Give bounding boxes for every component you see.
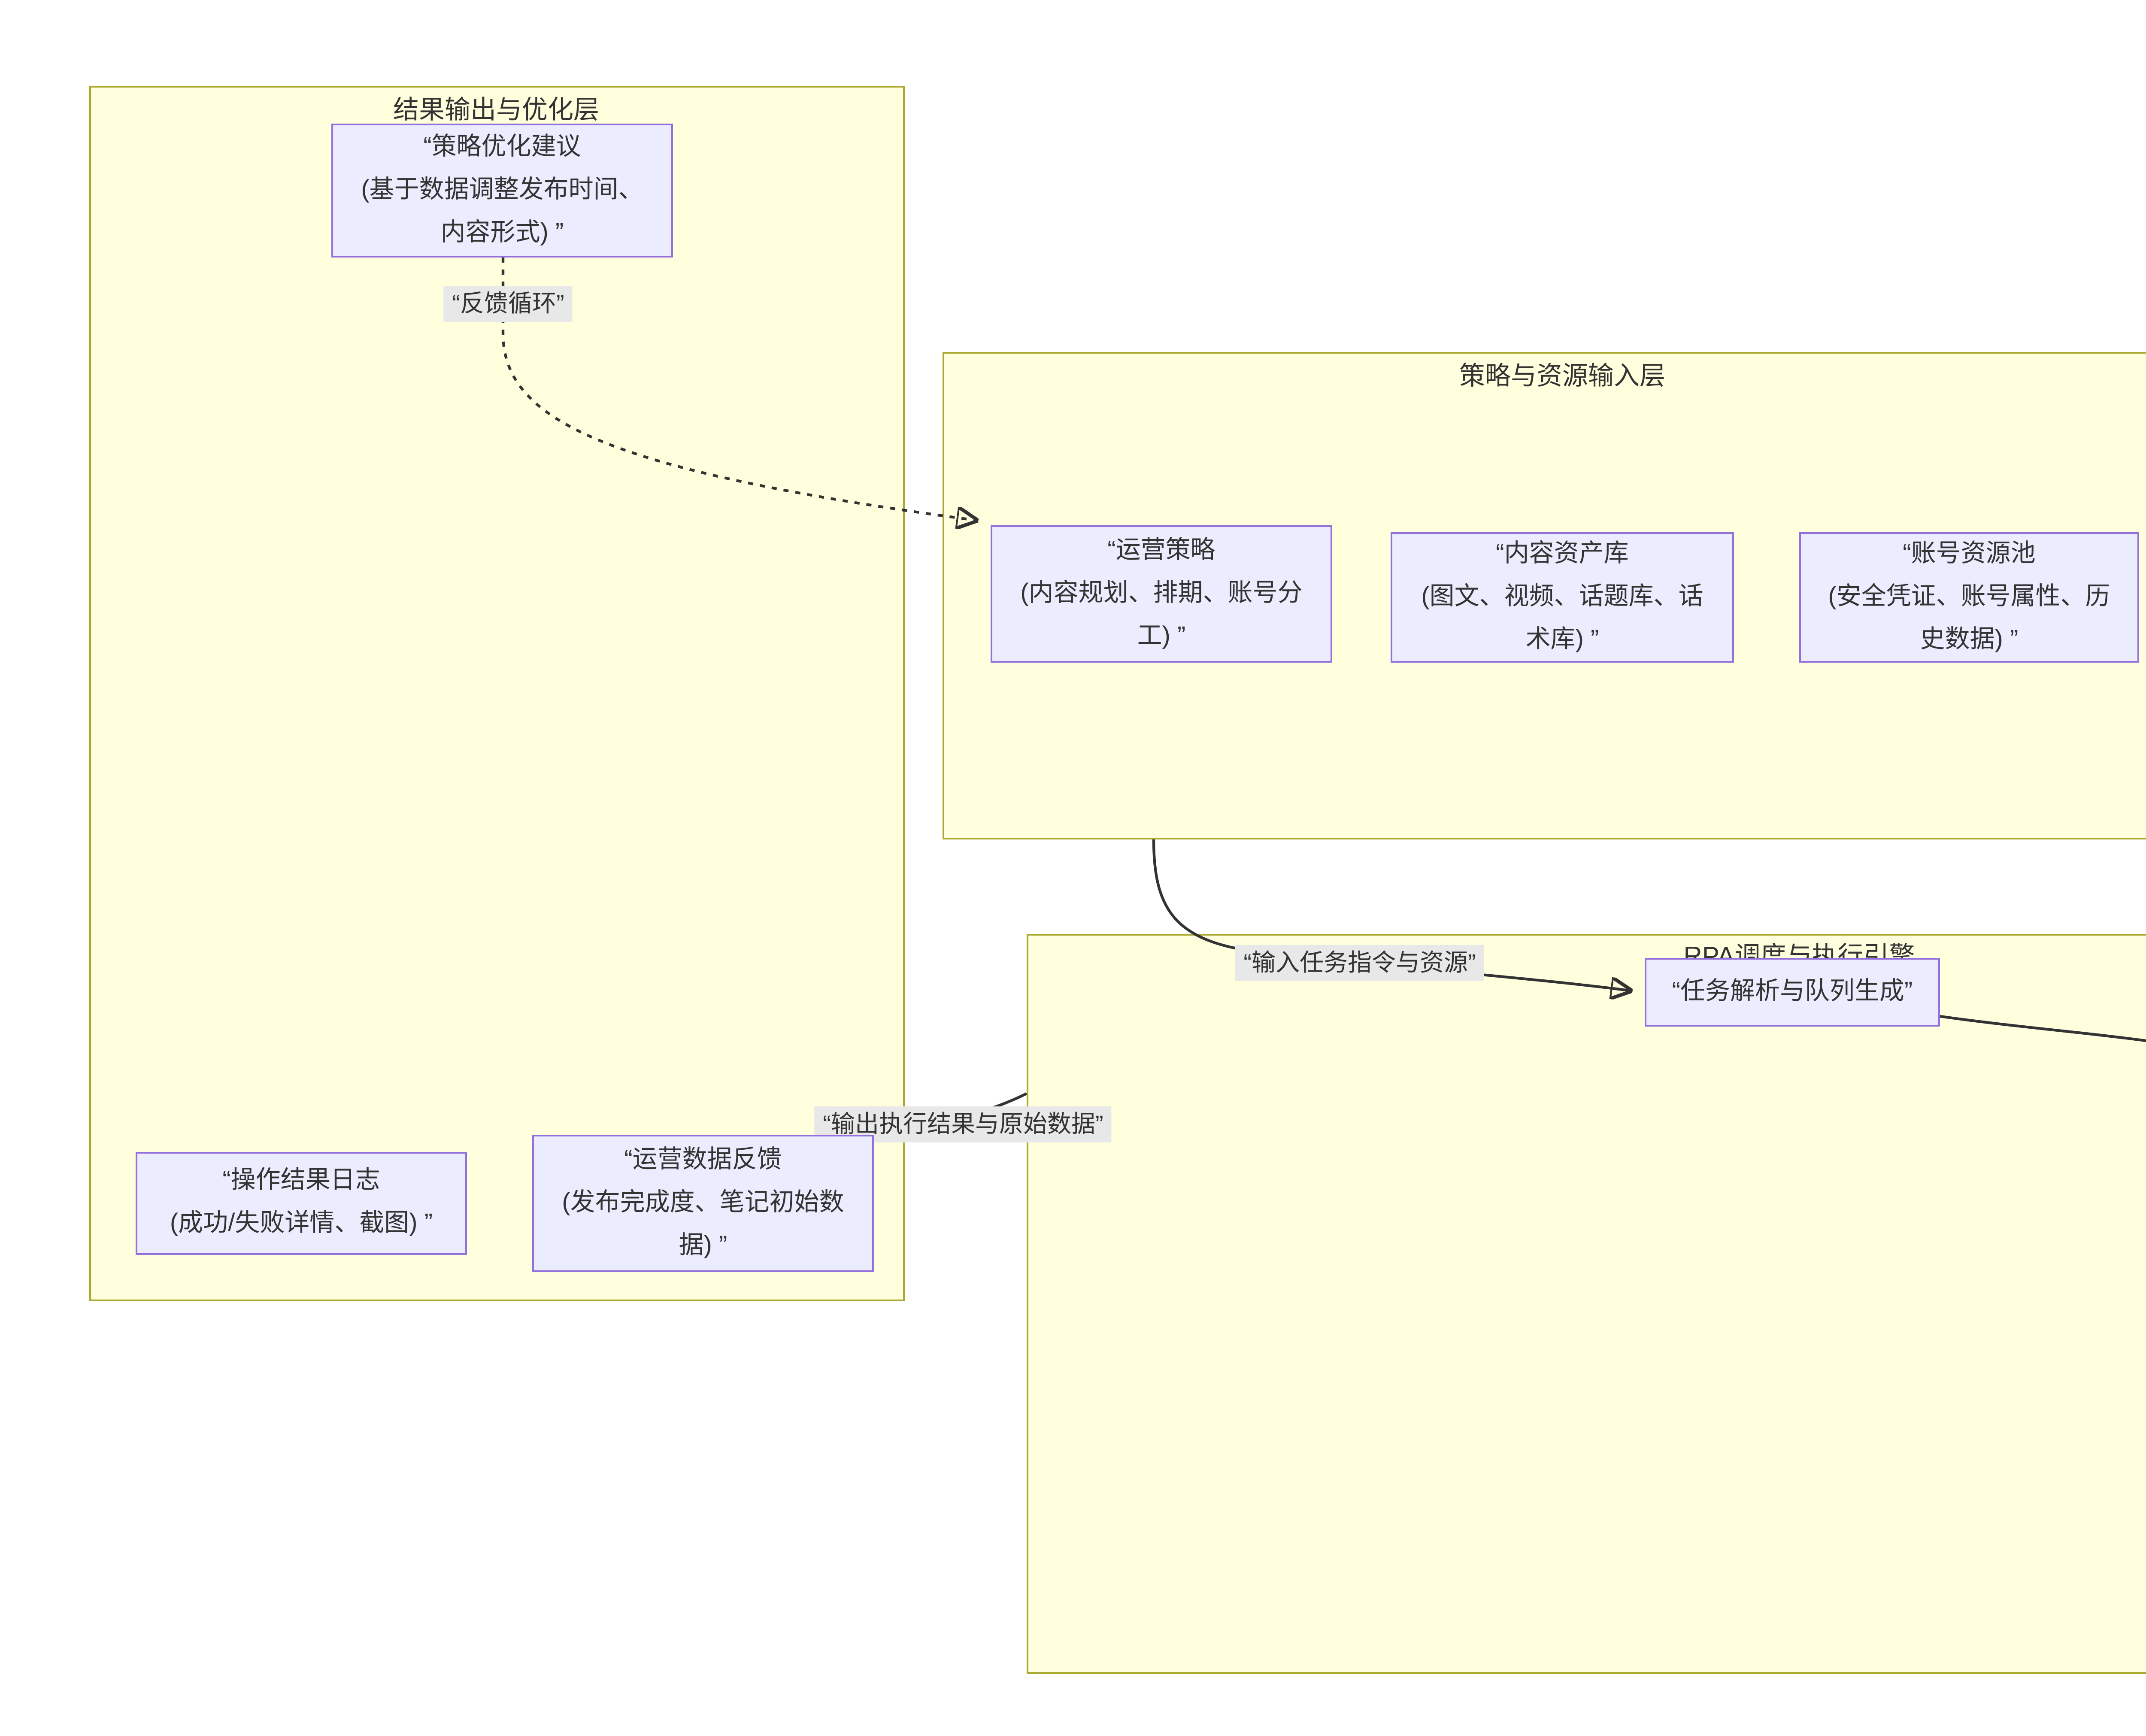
node-account-pool: “账号资源池 (安全凭证、账号属性、历 史数据) ” [1799,532,2139,663]
node-strategy-optimization-label: “策略优化建议 (基于数据调整发布时间、 内容形式) ” [361,133,643,246]
edge-label-feedback: “反馈循环” [443,286,573,322]
node-content-assets-label: “内容资产库 (图文、视频、话题库、话 术库) ” [1421,540,1703,653]
edge-label-input-cmd: “输入任务指令与资源” [1235,945,1485,981]
node-task-parse-label: “任务解析与队列生成” [1672,978,1913,1005]
node-data-feedback: “运营数据反馈 (发布完成度、笔记初始数 据) ” [532,1135,874,1272]
node-strategy-optimization: “策略优化建议 (基于数据调整发布时间、 内容形式) ” [331,124,673,258]
node-content-assets: “内容资产库 (图文、视频、话题库、话 术库) ” [1391,532,1734,663]
group-rpa-engine [1027,934,2146,1674]
node-data-feedback-label: “运营数据反馈 (发布完成度、笔记初始数 据) ” [562,1146,844,1259]
node-result-log-label: “操作结果日志 (成功/失败详情、截图) ” [170,1167,433,1238]
node-operation-strategy: “运营策略 (内容规划、排期、账号分 工) ” [991,525,1332,663]
node-account-pool-label: “账号资源池 (安全凭证、账号属性、历 史数据) ” [1828,540,2110,653]
node-operation-strategy-label: “运营策略 (内容规划、排期、账号分 工) ” [1020,536,1303,650]
group-input-layer-title: 策略与资源输入层 [1459,362,1666,391]
group-output-layer [89,86,905,1301]
group-output-layer-title: 结果输出与优化层 [393,96,600,125]
node-task-parse: “任务解析与队列生成” [1645,958,1940,1027]
node-result-log: “操作结果日志 (成功/失败详情、截图) ” [136,1152,467,1255]
